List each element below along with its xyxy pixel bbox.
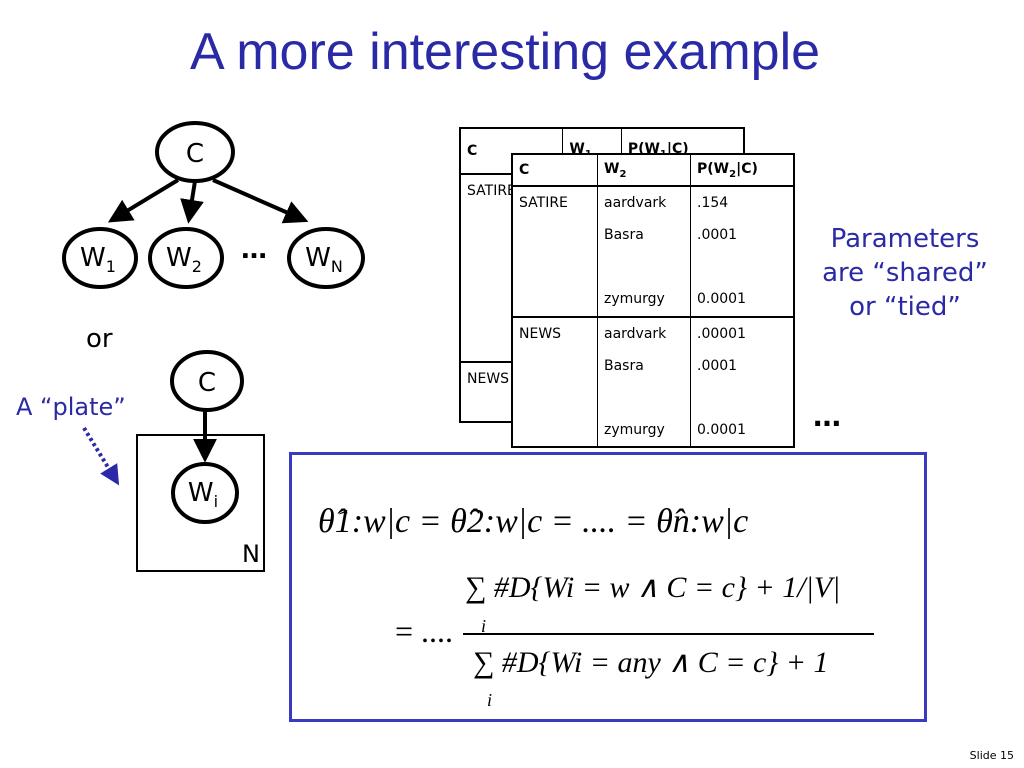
svg-text:W2: W2 <box>166 243 202 276</box>
plate-n-label: N <box>242 540 260 568</box>
formula-box <box>289 452 927 722</box>
plate-node-wi-label: W <box>188 478 214 508</box>
node-wn-label: W <box>305 243 331 273</box>
note-line-2: are “shared” <box>822 258 988 288</box>
note-line-3: or “tied” <box>849 292 961 322</box>
slide-number: Slide 15 <box>969 749 1014 762</box>
table-row: Basra.0001 <box>512 349 794 382</box>
plate-box <box>136 434 265 572</box>
node-w1: W1 <box>62 227 138 289</box>
node-wn-sub: N <box>331 257 343 276</box>
node-w1-label: W <box>80 243 106 273</box>
formula-numerator: ∑ #D{Wi = w ∧ C = c} + 1/|V| <box>465 571 840 604</box>
formula-prefix: = .... <box>395 613 453 649</box>
slide-title: A more interesting example <box>189 23 821 81</box>
table-row: Basra.0001 <box>512 219 794 252</box>
node-wn: WN <box>287 227 365 289</box>
node-c-label: C <box>186 139 204 169</box>
svg-text:Wi: Wi <box>188 478 218 511</box>
cpt2-header-w: W2 <box>597 154 691 187</box>
cpt1-row-news: NEWS <box>467 371 510 388</box>
formula-line-1: θ̂1:w|c = θ̂2:w|c = .... = θ̂n:w|c <box>318 503 748 540</box>
shared-parameters-note: Parameters are “shared” or “tied” <box>812 222 998 324</box>
plate-node-wi-sub: i <box>214 492 218 511</box>
node-c: C <box>155 121 235 183</box>
cpt2-header-c: C <box>519 162 530 179</box>
graph-ellipsis: … <box>241 235 267 265</box>
cpt2-header-p: P(W2|C) <box>690 154 794 187</box>
node-w2-label: W <box>166 243 192 273</box>
or-label: or <box>86 324 113 354</box>
plate-node-wi: Wi <box>171 462 239 524</box>
table-row <box>512 381 794 414</box>
plate-pointer-arrow <box>82 426 120 486</box>
table-row <box>512 251 794 284</box>
node-w2-sub: 2 <box>192 257 202 276</box>
node-w1-sub: 1 <box>106 257 116 276</box>
cpt1-row-satire: SATIRE <box>467 182 516 199</box>
svg-text:W1: W1 <box>80 243 116 276</box>
tables-ellipsis: … <box>813 400 841 433</box>
formula-denominator: ∑ #D{Wi = any ∧ C = c} + 1 <box>473 646 829 679</box>
plate-label: A “plate” <box>16 393 126 421</box>
plate-node-c-label: C <box>198 368 216 398</box>
node-w2: W2 <box>148 227 224 289</box>
sum-index-numerator: i <box>481 616 486 636</box>
edge-c-w2 <box>180 180 204 224</box>
edge-c-w1 <box>107 178 180 223</box>
sum-index-denominator: i <box>487 690 492 710</box>
svg-text:WN: WN <box>305 243 343 276</box>
edge-c-wn <box>212 178 309 224</box>
cpt1-header-c: C <box>467 142 478 159</box>
note-line-1: Parameters <box>830 224 980 254</box>
